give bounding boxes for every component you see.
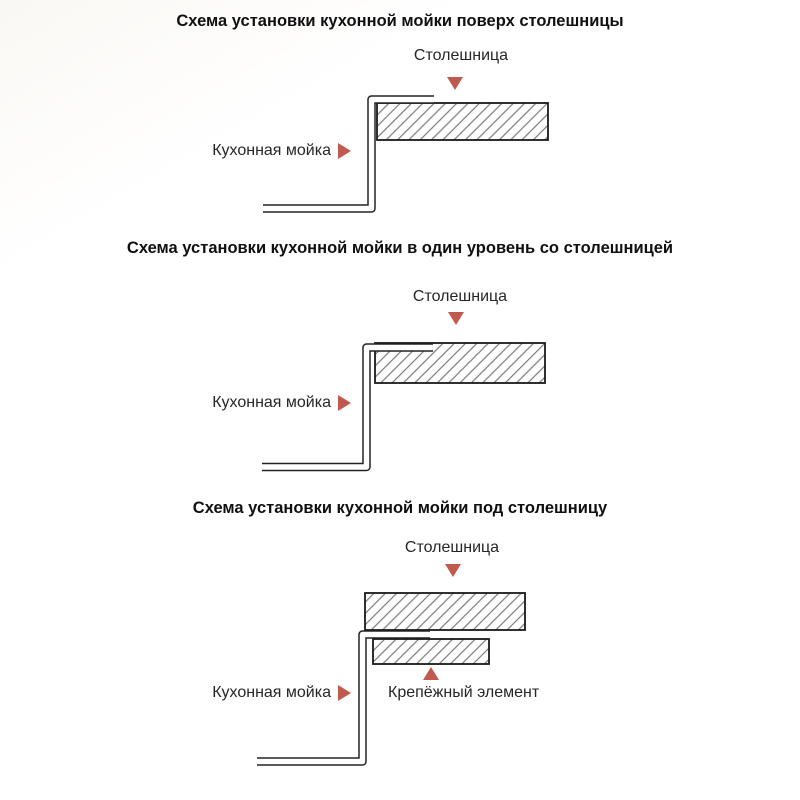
countertop-surface [376, 102, 549, 141]
sink-label: Кухонная мойка [212, 684, 331, 701]
arrow-down-icon [445, 564, 461, 577]
arrow-up-icon [423, 667, 439, 680]
sink-label: Кухонная мойка [212, 394, 331, 411]
countertop-label: Столешница [413, 47, 509, 64]
sink-profile-body [263, 96, 434, 212]
fastener-label: Крепёжный элемент [388, 684, 540, 701]
diagram-1-title: Схема установки кухонной мойки поверх ст… [176, 12, 624, 30]
arrow-down-icon [447, 77, 463, 90]
sink-profile-body [262, 344, 433, 470]
countertop-label: Столешница [404, 539, 500, 556]
diagram-3-graphics [257, 592, 526, 766]
countertop-surface [364, 592, 526, 631]
sink-profile-body [257, 631, 430, 765]
countertop-label: Столешница [412, 288, 508, 305]
diagram-1-graphics [263, 95, 549, 213]
arrow-right-icon [338, 395, 351, 411]
arrow-right-icon [338, 685, 351, 701]
diagram-2-title: Схема установки кухонной мойки в один ур… [126, 239, 674, 257]
arrow-down-icon [448, 312, 464, 325]
diagram-3-title: Схема установки кухонной мойки под столе… [192, 499, 608, 517]
diagram-2-graphics [262, 342, 546, 472]
fastener-block [372, 638, 490, 665]
arrow-right-icon [338, 143, 351, 159]
sink-label: Кухонная мойка [212, 142, 331, 159]
